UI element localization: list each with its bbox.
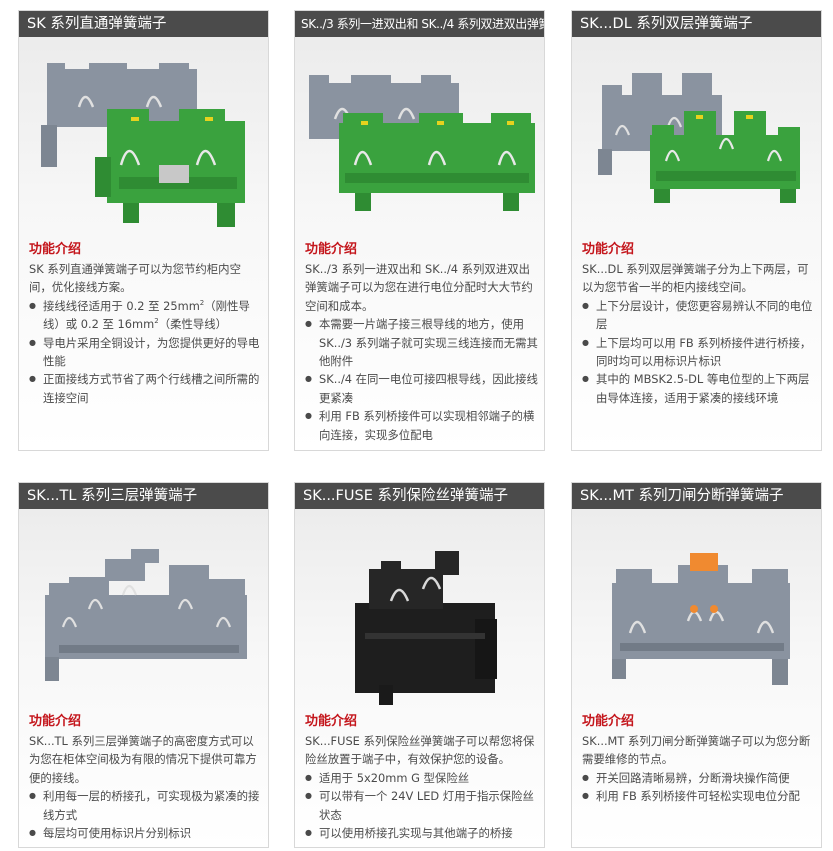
feature-item: 利用每一层的桥接孔，可实现极为紧凑的接线方式 <box>29 787 263 824</box>
product-card-sk-fuse[interactable]: SK...FUSE 系列保险丝弹簧端子 功能介绍 SK...FUSE 系列保险丝… <box>294 482 545 848</box>
card-description: SK 系列直通弹簧端子可以为您节约柜内空间，优化接线方案。 <box>29 262 241 295</box>
feature-item: 可以使用桥接孔实现与其他端子的桥接 <box>305 824 539 843</box>
feature-item: 可以带有一个 24V LED 灯用于指示保险丝状态 <box>305 787 539 824</box>
product-image-fuse <box>295 509 544 714</box>
product-card-sk3-sk4[interactable]: SK../3 系列一进双出和 SK../4 系列双进双出弹簧端子 功能介绍 SK <box>294 10 545 451</box>
feature-item: 导电片采用全铜设计，为您提供更好的导电性能 <box>29 334 263 371</box>
intro-heading: 功能介绍 <box>582 714 635 729</box>
product-card-sk[interactable]: SK 系列直通弹簧端子 功能介绍 SK 系列直通弹簧 <box>18 10 269 451</box>
product-image-double-level <box>572 37 821 242</box>
product-card-sk-dl[interactable]: SK...DL 系列双层弹簧端子 功能介绍 SK...DL 系列双 <box>571 10 822 451</box>
card-description: SK...TL 系列三层弹簧端子的高密度方式可以为您在柜体空间极为有限的情况下提… <box>29 734 257 785</box>
feature-item: 利用 FB 系列桥接件可轻松实现电位分配 <box>582 787 816 806</box>
card-description: SK...MT 系列刀闸分断弹簧端子可以为您分断需要维修的节点。 <box>582 734 811 767</box>
product-image-multi <box>295 37 544 242</box>
feature-item: 本需要一片端子接三根导线的地方，使用 SK../3 系列端子就可实现三线连接而无… <box>305 315 539 370</box>
feature-item: 每层均可使用标识片分别标识 <box>29 824 263 843</box>
intro-heading: 功能介绍 <box>305 242 358 257</box>
feature-item: 正面接线方式节省了两个行线槽之间所需的连接空间 <box>29 370 263 407</box>
feature-item: 其中的 MBSK2.5-DL 等电位型的上下两层由导体连接，适用于紧凑的接线环境 <box>582 370 816 407</box>
intro-heading: 功能介绍 <box>305 714 358 729</box>
feature-item: 接线线径适用于 0.2 至 25mm2（刚性导线）或 0.2 至 16mm2（柔… <box>29 297 263 334</box>
feature-item: 适用于 5x20mm G 型保险丝 <box>305 769 539 788</box>
feature-item: 上下层均可以用 FB 系列桥接件进行桥接，同时均可以用标识片标识 <box>582 334 816 371</box>
card-title: SK 系列直通弹簧端子 <box>19 11 268 37</box>
card-description: SK../3 系列一进双出和 SK../4 系列双进双出弹簧端子可以为您在进行电… <box>305 262 533 313</box>
feature-item: 开关回路清晰易辨，分断滑块操作简便 <box>582 769 816 788</box>
intro-heading: 功能介绍 <box>582 242 635 257</box>
product-image-triple-level <box>19 509 268 714</box>
feature-item: 上下分层设计，使您更容易辨认不同的电位层 <box>582 297 816 334</box>
card-description: SK...FUSE 系列保险丝弹簧端子可以帮您将保险丝放置于端子中，有效保护您的… <box>305 734 535 767</box>
product-image-feedthrough <box>19 37 268 242</box>
product-card-sk-mt[interactable]: SK...MT 系列刀闸分断弹簧端子 功能介绍 SK...MT 系列刀闸分断弹簧… <box>571 482 822 848</box>
intro-heading: 功能介绍 <box>29 242 82 257</box>
product-image-knife-disconnect <box>572 509 821 714</box>
feature-item: 利用 FB 系列桥接件可以实现相邻端子的横向连接，实现多位配电 <box>305 407 539 444</box>
card-title: SK../3 系列一进双出和 SK../4 系列双进双出弹簧端子 <box>295 11 544 37</box>
card-title: SK...MT 系列刀闸分断弹簧端子 <box>572 483 821 509</box>
card-title: SK...DL 系列双层弹簧端子 <box>572 11 821 37</box>
feature-item: SK../4 在同一电位可接四根导线，因此接线更紧凑 <box>305 370 539 407</box>
product-card-sk-tl[interactable]: SK...TL 系列三层弹簧端子 功能介绍 SK...TL 系列三层弹簧端子的高… <box>18 482 269 848</box>
card-description: SK...DL 系列双层弹簧端子分为上下两层，可以为您节省一半的柜内接线空间。 <box>582 262 809 295</box>
card-title: SK...TL 系列三层弹簧端子 <box>19 483 268 509</box>
card-title: SK...FUSE 系列保险丝弹簧端子 <box>295 483 544 509</box>
intro-heading: 功能介绍 <box>29 714 82 729</box>
